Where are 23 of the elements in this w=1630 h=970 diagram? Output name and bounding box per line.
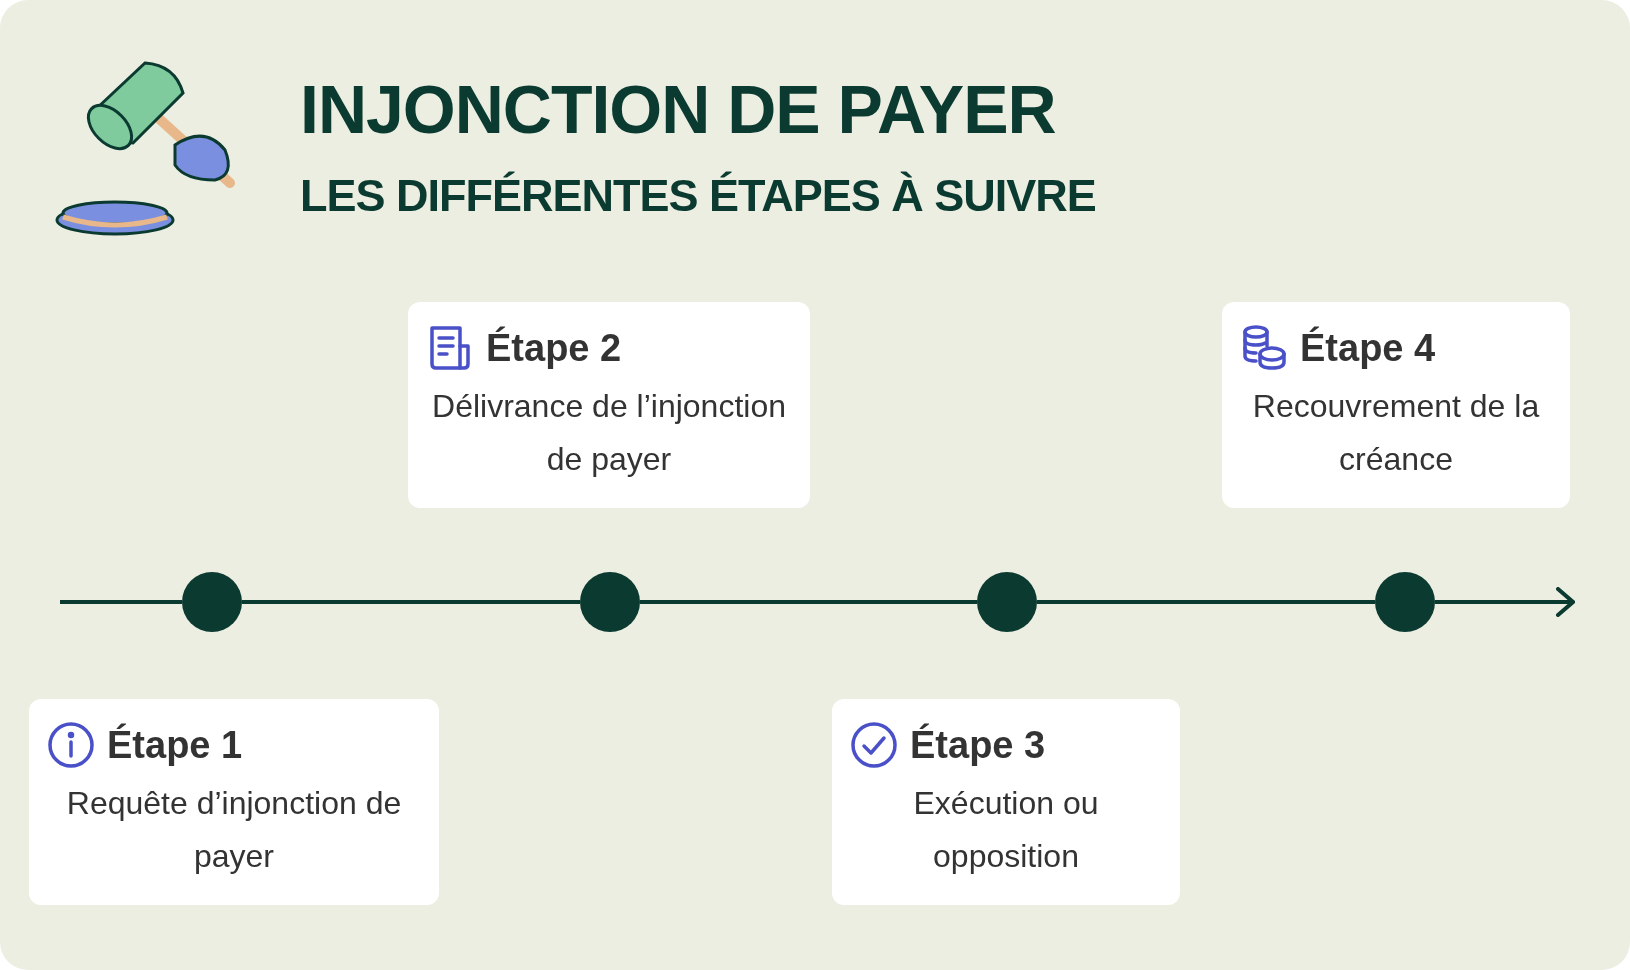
timeline-dot	[182, 572, 242, 632]
timeline-dot	[977, 572, 1037, 632]
timeline-line	[1037, 600, 1375, 604]
step-heading: Étape 2	[486, 326, 622, 370]
step-card	[408, 302, 810, 508]
step-description: Requête d’injonction de payer	[65, 784, 403, 876]
step-heading: Étape 4	[1300, 326, 1436, 370]
step-description: Exécution ou opposition	[912, 784, 1100, 876]
step-card	[1222, 302, 1570, 508]
timeline-arrow	[1435, 587, 1575, 617]
step-card	[832, 699, 1180, 905]
step-heading: Étape 1	[107, 723, 243, 767]
step-description: Recouvrement de la créance	[1251, 387, 1541, 479]
timeline-dot	[580, 572, 640, 632]
subtitle: LES DIFFÉRENTES ÉTAPES À SUIVRE	[300, 170, 1096, 222]
title: INJONCTION DE PAYER	[300, 70, 1056, 148]
timeline-line	[640, 600, 977, 604]
timeline-line	[60, 600, 182, 604]
step-description: Délivrance de l’injonction de payer	[431, 387, 787, 479]
timeline-dot	[1375, 572, 1435, 632]
step-card	[29, 699, 439, 905]
step-heading: Étape 3	[910, 723, 1046, 767]
timeline-line	[242, 600, 580, 604]
